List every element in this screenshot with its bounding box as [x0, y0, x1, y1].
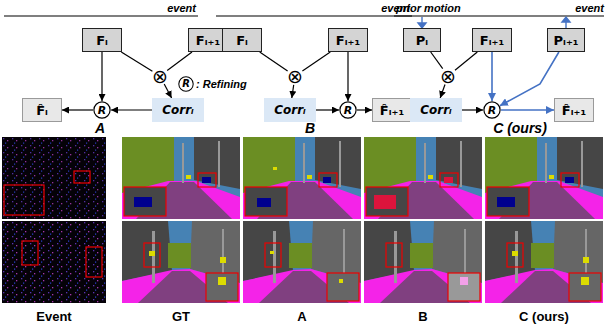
multiply-symbol: ⊗	[286, 67, 304, 85]
node-text: ⊗	[440, 67, 456, 86]
node-text: Corrᵢ	[274, 103, 306, 117]
connector	[455, 52, 477, 70]
connector	[316, 109, 339, 110]
node-text: Fᵢ₊₁	[196, 33, 220, 48]
feature-box: Fᵢ	[82, 28, 122, 52]
output-box: F̂ᵢ₊₁	[372, 98, 412, 122]
node-text: R	[98, 105, 106, 116]
connector	[440, 85, 445, 99]
node-text: ⊗	[287, 67, 303, 86]
event-image	[2, 221, 106, 303]
connector	[501, 109, 554, 111]
feature-box: Pᵢ₊₁	[547, 28, 585, 52]
connector	[292, 85, 294, 98]
node-text: Fᵢ₊₁	[480, 33, 504, 48]
timeline-label: event	[167, 2, 196, 14]
node-text: R	[488, 105, 496, 116]
node-text: F̂ᵢ	[36, 103, 48, 118]
connector	[101, 52, 102, 101]
node-text: Corrᵢ	[162, 103, 194, 117]
connector	[62, 109, 93, 110]
node-text: F̂ᵢ₊₁	[380, 103, 404, 118]
segmentation-image	[364, 137, 482, 219]
correlation-box: Corrᵢ	[152, 98, 204, 122]
node-text: Fᵢ₊₁	[336, 33, 360, 48]
feature-box: Fᵢ₊₁	[328, 28, 368, 52]
circle-outline-shape	[179, 77, 193, 91]
panel-label: B	[305, 120, 315, 136]
correlation-box: Corrᵢ	[264, 98, 316, 122]
segmentation-image	[243, 137, 361, 219]
legend-text: : Refining	[196, 78, 247, 90]
connector	[167, 52, 192, 71]
node-text: Pᵢ₊₁	[554, 33, 579, 48]
connector	[357, 109, 372, 110]
node-text: Fᵢ	[96, 33, 108, 48]
node-text: Fᵢ	[236, 33, 248, 48]
prior-motion-arrows	[418, 17, 570, 28]
node-text: Pᵢ	[416, 33, 428, 48]
multiply-symbol: ⊗	[439, 67, 457, 85]
segmentation-image	[243, 221, 361, 303]
column-label: C (ours)	[519, 309, 569, 324]
correlation-box: Corrᵢ	[410, 98, 462, 122]
event-image	[2, 137, 106, 219]
timeline-label: event	[575, 2, 604, 14]
segmentation-image	[485, 137, 603, 219]
column-label: A	[297, 309, 306, 324]
feature-box: Fᵢ	[222, 28, 262, 52]
timeline	[4, 15, 604, 16]
connector	[462, 109, 483, 110]
connector	[111, 109, 152, 110]
connector	[491, 52, 493, 101]
circle-outline-shape	[94, 102, 110, 118]
column-label: B	[418, 309, 427, 324]
connector	[500, 52, 559, 106]
segmentation-image	[122, 137, 240, 219]
refine-circle: R	[483, 101, 501, 119]
refine-circle: R	[339, 101, 357, 119]
circle-outline-shape	[340, 102, 356, 118]
panel-label: A	[95, 120, 105, 136]
column-label: Event	[36, 309, 71, 324]
feature-box: Fᵢ₊₁	[472, 28, 512, 52]
segmentation-image	[364, 221, 482, 303]
segmentation-image	[485, 221, 603, 303]
node-text: R	[344, 105, 352, 116]
panel-label: C (ours)	[493, 120, 547, 136]
column-label: GT	[172, 309, 190, 324]
node-text: F̂ᵢ₊₁	[562, 103, 586, 118]
output-box: F̂ᵢ₊₁	[554, 98, 594, 122]
refine-circle: R	[93, 101, 111, 119]
connector	[164, 84, 171, 98]
multiply-symbol: ⊗	[151, 67, 169, 85]
node-text: ⊗	[152, 67, 168, 86]
node-text: Corrᵢ	[420, 103, 452, 117]
connector	[347, 52, 348, 101]
feature-box: Pᵢ	[403, 28, 441, 52]
timeline-label: prior motion	[396, 2, 461, 14]
circle-outline-shape	[484, 102, 500, 118]
output-box: F̂ᵢ	[22, 98, 62, 122]
segmentation-image	[122, 221, 240, 303]
connector	[302, 52, 330, 71]
refine-circle: R	[178, 76, 194, 92]
connector	[260, 52, 288, 71]
node-text: R	[182, 79, 190, 89]
connector	[121, 52, 152, 71]
